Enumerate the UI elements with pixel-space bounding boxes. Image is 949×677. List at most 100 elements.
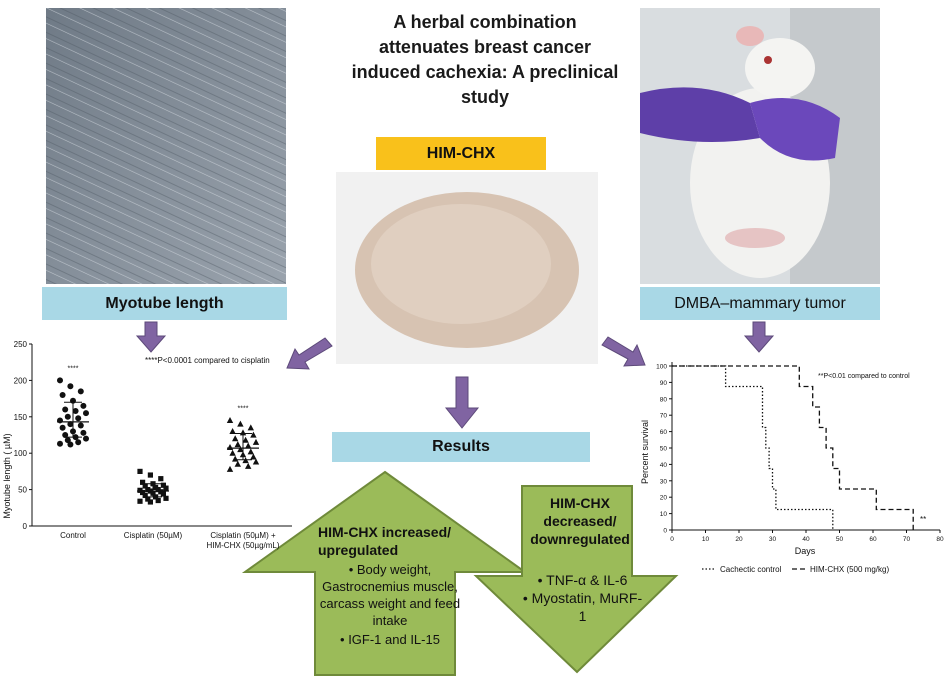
scatter-y-tick-label: 0: [23, 522, 28, 531]
scatter-point: [142, 492, 148, 499]
scatter-point: [250, 431, 257, 438]
scatter-point: [62, 432, 69, 438]
scatter-point: [158, 476, 164, 482]
survival-x-axis-label: Days: [795, 546, 816, 556]
scatter-point: [252, 438, 260, 445]
down-box-heading: HIM-CHX decreased/ downregulated: [530, 494, 630, 548]
scatter-point: [80, 429, 87, 436]
scatter-y-tick-label: 150: [14, 413, 28, 422]
scatter-point: [245, 442, 252, 449]
rat-photo-image: [640, 8, 880, 284]
scatter-point: [67, 421, 74, 428]
survival-y-tick-label: 10: [660, 511, 668, 518]
scatter-point: [226, 417, 234, 424]
scatter-significance: ****: [238, 405, 249, 412]
scatter-point: [64, 413, 71, 420]
scatter-point: [252, 458, 260, 465]
scatter-point: [158, 489, 164, 495]
arrow-diag-right: [601, 336, 646, 367]
scatter-point: [234, 441, 241, 448]
survival-y-tick-label: 30: [660, 478, 668, 485]
scatter-point: [229, 427, 236, 434]
scatter-point: [163, 495, 169, 501]
arrow-down-results: [444, 376, 480, 429]
myotube-micrograph: [46, 8, 286, 284]
scatter-y-tick-label: 200: [14, 376, 28, 385]
scatter-y-tick-label: 250: [14, 340, 28, 349]
results-label: Results: [332, 432, 590, 462]
scatter-point: [80, 402, 87, 409]
title-line: attenuates breast cancer: [378, 37, 592, 57]
arrow-down-dmba: [743, 321, 775, 353]
green-down-arrow: [473, 485, 679, 674]
rat-photo: [640, 8, 880, 284]
down-list-item: • TNF-α & IL-6: [537, 572, 628, 588]
scatter-point: [140, 489, 146, 496]
survival-x-tick-label: 50: [836, 536, 844, 543]
survival-line-him-chx: [672, 365, 914, 530]
powder-photo: [336, 172, 598, 364]
up-box-heading: HIM-CHX increased/ upregulated: [318, 523, 468, 559]
survival-line-control: [672, 365, 834, 530]
legend-label-him: HIM-CHX (500 mg/kg): [810, 565, 889, 574]
scatter-point: [226, 443, 234, 450]
survival-y-tick-label: 0: [663, 528, 667, 535]
scatter-point: [72, 407, 79, 414]
survival-x-tick-label: 70: [903, 536, 911, 543]
scatter-point: [226, 465, 234, 472]
myotube-micrograph-image: [46, 8, 286, 284]
scatter-point: [145, 496, 151, 502]
scatter-point: [234, 460, 241, 467]
scatter-point: [247, 424, 254, 431]
up-heading-line: upregulated: [318, 542, 399, 558]
scatter-point: [57, 377, 63, 384]
scatter-point: [160, 482, 166, 488]
survival-axes: [671, 362, 940, 531]
scatter-point: [250, 453, 257, 460]
survival-y-axis-label: Percent survival: [640, 420, 650, 484]
scatter-point: [77, 388, 84, 395]
survival-x-tick-label: 0: [670, 536, 674, 543]
survival-y-tick-label: 50: [660, 446, 668, 453]
down-box-list: • TNF-α & IL-6 • Myostatin, MuRF-1: [520, 571, 645, 625]
powder-photo-image: [336, 172, 598, 364]
scatter-point: [137, 498, 143, 504]
survival-annotation: **P<0.01 compared to control: [818, 373, 910, 380]
survival-x-tick-label: 80: [936, 536, 944, 543]
survival-y-tick-label: 90: [660, 380, 668, 387]
myotube-length-label: Myotube length: [42, 287, 287, 320]
scatter-cat-label-cisplatin: Cisplatin (50µM): [124, 531, 183, 540]
scatter-annotation: ****P<0.0001 compared to cisplatin: [145, 356, 270, 365]
down-heading-line: HIM-CHX: [550, 495, 610, 511]
down-heading-line: decreased/: [543, 513, 617, 529]
scatter-point: [62, 406, 69, 413]
legend-label-control: Cachectic control: [720, 565, 782, 574]
scatter-point: [83, 410, 89, 417]
scatter-y-tick-label: 50: [18, 486, 27, 495]
green-up-arrow: [241, 470, 529, 676]
scatter-point: [83, 435, 89, 442]
survival-lines: [672, 365, 914, 530]
title-line: induced cachexia: A preclinical: [351, 62, 619, 82]
down-heading-line: downregulated: [530, 531, 630, 547]
survival-y-tick-label: 70: [660, 413, 668, 420]
scatter-y-axis-label: Myotube length ( µM): [2, 433, 12, 518]
survival-x-tick-label: 60: [869, 536, 877, 543]
scatter-points: [57, 377, 260, 505]
survival-y-tick-label: 20: [660, 495, 668, 502]
scatter-point: [242, 436, 249, 443]
scatter-point: [57, 417, 63, 424]
scatter-point: [232, 455, 239, 462]
survival-legend: Cachectic control HIM-CHX (500 mg/kg): [702, 565, 889, 574]
scatter-point: [67, 383, 74, 390]
scatter-cat-label-control: Control: [60, 531, 86, 540]
scatter-point: [247, 448, 254, 455]
title-line: study: [460, 87, 509, 107]
scatter-cat-label-combo: Cisplatin (50µM) +HIM-CHX (50µg/mL): [206, 531, 279, 550]
survival-x-tick-label: 30: [769, 536, 777, 543]
scatter-point: [237, 420, 244, 427]
